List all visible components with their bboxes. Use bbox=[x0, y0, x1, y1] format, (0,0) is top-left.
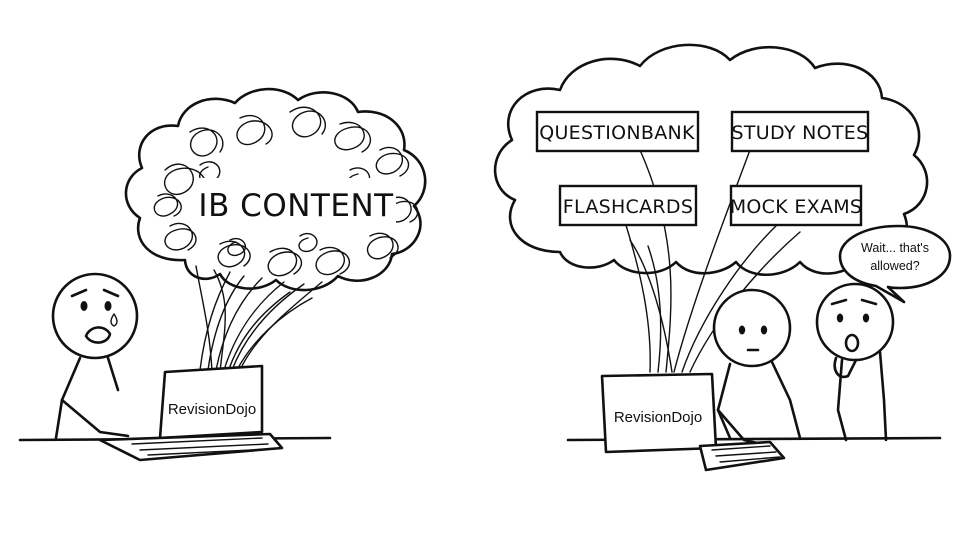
calm-body-front bbox=[770, 360, 802, 440]
speech-line-2: allowed? bbox=[870, 259, 919, 273]
left-eyebrow bbox=[70, 288, 88, 298]
right-eyebrow bbox=[102, 288, 120, 298]
organized-streams bbox=[624, 149, 801, 373]
box-label: MOCK EXAMS bbox=[730, 196, 863, 218]
right-scene: QUESTIONBANK STUDY NOTES FLASHCARDS MOCK… bbox=[493, 43, 952, 472]
organized-thought-cloud bbox=[493, 43, 929, 276]
speech-line-1: Wait... that's bbox=[861, 241, 929, 255]
surprised-body-front bbox=[878, 350, 888, 442]
surprised-body-back bbox=[836, 358, 848, 442]
worried-head bbox=[51, 272, 139, 360]
surprised-right-eye bbox=[862, 313, 870, 323]
box-label: QUESTIONBANK bbox=[539, 122, 695, 144]
worried-mouth bbox=[84, 326, 112, 344]
calm-body-back bbox=[716, 362, 732, 440]
left-body-back bbox=[54, 356, 82, 440]
right-laptop-base bbox=[698, 440, 786, 472]
calm-left-eye bbox=[738, 325, 746, 335]
left-keyboard bbox=[131, 437, 273, 456]
messy-thought-cloud bbox=[124, 87, 427, 292]
hand-to-mouth bbox=[833, 356, 858, 379]
right-laptop-brand: RevisionDojo bbox=[614, 409, 702, 426]
calm-right-eye bbox=[760, 325, 768, 335]
right-eye bbox=[104, 301, 112, 311]
left-scene: IB CONTENT bbox=[18, 87, 427, 462]
surprised-right-brow bbox=[860, 298, 878, 306]
feature-box-questionbank: QUESTIONBANK bbox=[535, 110, 700, 153]
tear-drop bbox=[110, 313, 118, 327]
left-arm bbox=[60, 398, 130, 438]
left-laptop-brand: RevisionDojo bbox=[168, 401, 256, 418]
box-label: STUDY NOTES bbox=[732, 122, 869, 144]
box-label: FLASHCARDS bbox=[563, 196, 693, 218]
calm-head bbox=[712, 288, 792, 368]
feature-box-flashcards: FLASHCARDS bbox=[558, 184, 698, 227]
speech-bubble bbox=[838, 224, 952, 304]
surprised-mouth bbox=[844, 333, 860, 353]
cloud-text-clearing bbox=[196, 178, 396, 232]
left-laptop-screen bbox=[158, 364, 264, 440]
content-streams bbox=[195, 265, 323, 373]
left-eye bbox=[80, 301, 88, 311]
feature-box-mock-exams: MOCK EXAMS bbox=[730, 184, 863, 227]
scribble-loops bbox=[153, 106, 419, 277]
right-keyboard bbox=[711, 445, 781, 463]
feature-box-study-notes: STUDY NOTES bbox=[730, 110, 870, 153]
left-body-front bbox=[106, 356, 120, 392]
surprised-left-brow bbox=[830, 298, 848, 306]
surprised-left-eye bbox=[836, 313, 844, 323]
cloud-title: IB CONTENT bbox=[198, 188, 394, 224]
